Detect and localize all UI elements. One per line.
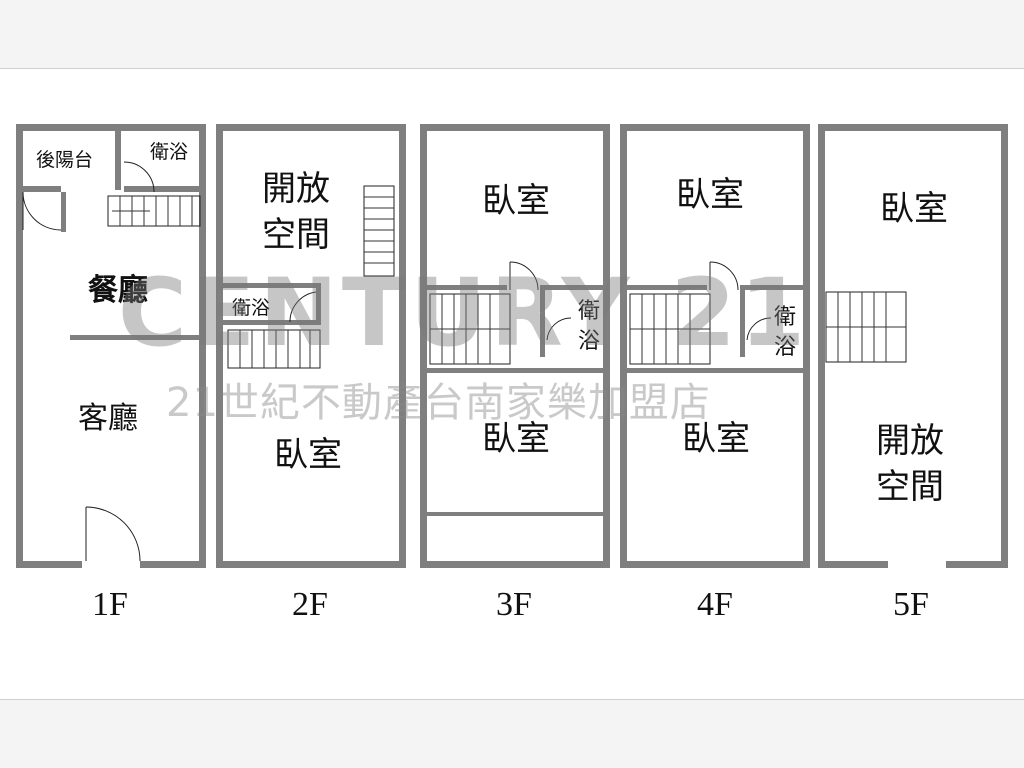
room-bathroom-line2: 浴 bbox=[774, 335, 796, 360]
room-open-space-line2: 空間 bbox=[876, 467, 944, 507]
room-open-space-line2: 空間 bbox=[262, 215, 330, 255]
floor-label-4f: 4F bbox=[697, 586, 733, 623]
room-bathroom: 衛浴 bbox=[232, 297, 270, 319]
room-bedroom-back: 臥室 bbox=[482, 419, 550, 459]
floor-plan-sheet bbox=[0, 68, 1024, 700]
room-bedroom: 臥室 bbox=[880, 189, 948, 229]
room-living: 客廳 bbox=[78, 401, 138, 436]
floor-4f-plan: 臥室 衛 浴 臥室 bbox=[620, 124, 810, 568]
room-bathroom: 衛浴 bbox=[150, 141, 188, 163]
room-bedroom-front: 臥室 bbox=[482, 181, 550, 221]
floor-5f-plan: 臥室 開放 空間 bbox=[818, 124, 1008, 568]
floor-label-5f: 5F bbox=[893, 586, 929, 623]
floor-3f-plan: 臥室 衛 浴 臥室 bbox=[420, 124, 610, 568]
room-open-space-line1: 開放 bbox=[262, 169, 330, 209]
watermark-branch: 21世紀不動產台南家樂加盟店 bbox=[166, 380, 711, 426]
floor-label-3f: 3F bbox=[496, 586, 532, 623]
room-dining: 餐廳 bbox=[88, 273, 148, 308]
room-open-space-line1: 開放 bbox=[876, 421, 944, 461]
room-back-balcony: 後陽台 bbox=[36, 149, 93, 171]
floor-label-1f: 1F bbox=[92, 586, 128, 623]
room-bathroom-line2: 浴 bbox=[578, 329, 600, 354]
room-bathroom-line1: 衛 bbox=[578, 299, 600, 324]
room-bedroom: 臥室 bbox=[274, 435, 342, 475]
room-bathroom-line1: 衛 bbox=[774, 305, 796, 330]
watermark-brand: CENTURY 21 bbox=[118, 259, 809, 368]
floor-1f-plan: 後陽台 衛浴 餐廳 客廳 bbox=[16, 124, 206, 568]
room-bedroom-front: 臥室 bbox=[676, 175, 744, 215]
room-bedroom-back: 臥室 bbox=[682, 419, 750, 459]
floor-2f-plan: 開放 空間 衛浴 臥室 bbox=[216, 124, 406, 568]
floor-label-2f: 2F bbox=[292, 586, 328, 623]
